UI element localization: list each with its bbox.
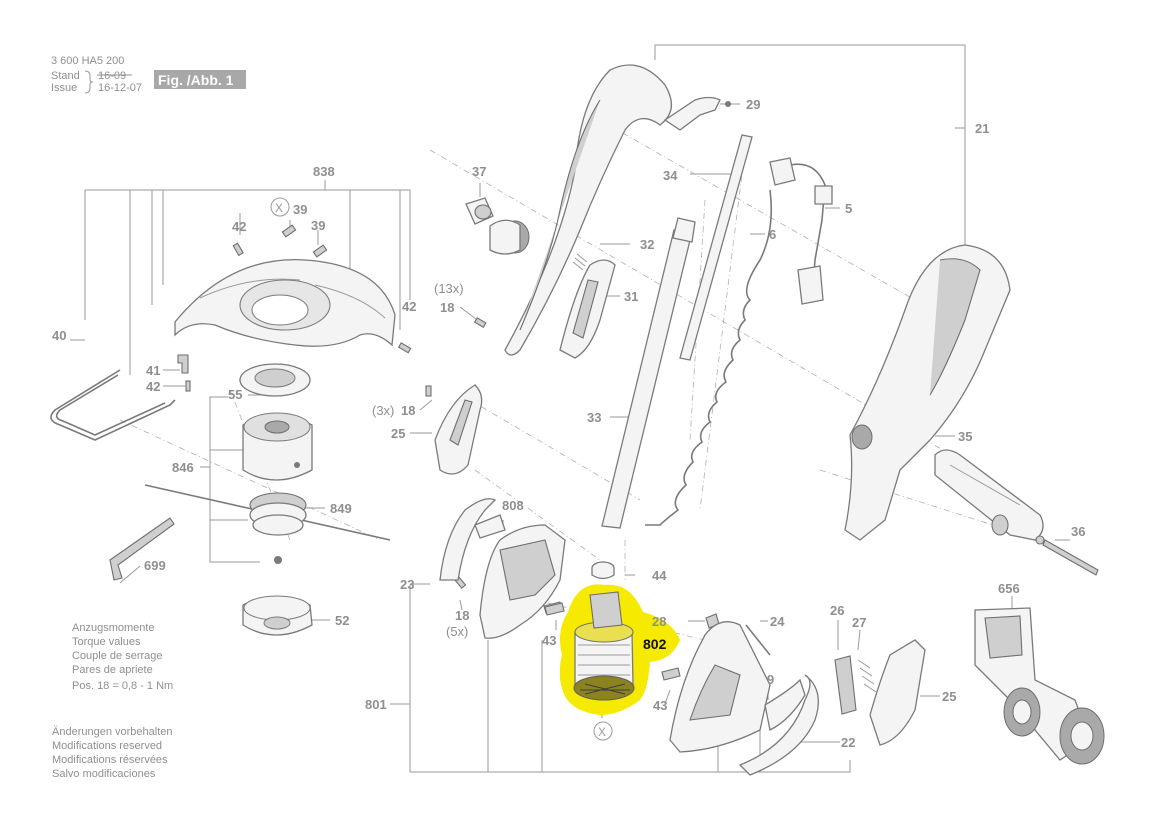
label-34: 34 — [663, 168, 678, 183]
upper-handle-frame — [489, 64, 672, 356]
label-43-right: 43 — [653, 698, 667, 713]
part-number: 3 600 HA5 200 — [51, 55, 124, 67]
x-markers: X X — [270, 197, 613, 741]
header-brace — [84, 70, 94, 94]
guard-838 — [174, 259, 396, 347]
label-25-upper: 25 — [391, 426, 405, 441]
knob-37 — [465, 197, 494, 225]
label-43-left: 43 — [542, 633, 556, 648]
label-13x: (13x) — [434, 281, 464, 296]
motor-802-highlighted — [559, 584, 680, 715]
label-35: 35 — [958, 429, 972, 444]
mod-line-4: Salvo modificaciones — [52, 768, 156, 780]
switch-31 — [559, 253, 616, 359]
part-labels: 838 42 39 39 42 40 41 42 55 846 849 699 … — [52, 97, 1085, 750]
bolt-36 — [1035, 535, 1099, 576]
label-40: 40 — [52, 328, 66, 343]
label-808: 808 — [502, 498, 524, 513]
mod-line-2: Modifications reserved — [52, 740, 162, 752]
label-849: 849 — [330, 501, 352, 516]
label-31: 31 — [624, 289, 638, 304]
label-25-lower: 25 — [942, 689, 956, 704]
torque-line-3: Couple de serrage — [72, 650, 163, 662]
handle-21 — [844, 244, 1011, 541]
power-cord-5 — [769, 157, 833, 305]
mod-line-3: Modifications réservées — [52, 754, 168, 766]
label-36: 36 — [1071, 524, 1085, 539]
label-22: 22 — [841, 735, 855, 750]
figure-badge — [154, 70, 246, 89]
cover-25-upper — [434, 384, 483, 475]
label-838: 838 — [313, 164, 335, 179]
label-23: 23 — [400, 577, 414, 592]
label-3x: (3x) — [372, 403, 394, 418]
hex-key-699 — [109, 517, 175, 581]
label-846: 846 — [172, 460, 194, 475]
label-5x: (5x) — [446, 624, 468, 639]
label-28: 28 — [652, 614, 666, 629]
label-27: 27 — [852, 615, 866, 630]
stand-label: Stand — [51, 70, 80, 82]
label-18-upper: 18 — [440, 300, 454, 315]
spiral-cable-6 — [645, 189, 773, 526]
label-55: 55 — [228, 387, 242, 402]
wire-bracket-40 — [50, 369, 176, 441]
shaft-tubes — [601, 134, 753, 529]
label-42-left: 42 — [146, 379, 160, 394]
label-9: 9 — [767, 672, 774, 687]
leader-lines — [70, 44, 1070, 773]
figure-label: Fig. /Abb. 1 — [158, 72, 234, 88]
label-41: 41 — [146, 363, 160, 378]
label-656: 656 — [998, 581, 1020, 596]
torque-line-5: Pos. 18 = 0,8 - 1 Nm — [72, 680, 173, 692]
mod-line-1: Änderungen vorbehalten — [52, 726, 172, 738]
clip-29 — [663, 96, 731, 131]
issue-date: 16-12-07 — [98, 82, 142, 94]
x-mark-bottom: X — [598, 725, 606, 739]
label-39-lower: 39 — [311, 218, 325, 233]
label-699: 699 — [144, 558, 166, 573]
label-52: 52 — [335, 613, 349, 628]
label-21: 21 — [975, 121, 989, 136]
issue-label: Issue — [51, 82, 77, 94]
label-24: 24 — [770, 614, 785, 629]
label-5: 5 — [845, 201, 852, 216]
x-mark-top: X — [275, 201, 283, 215]
header-block: 3 600 HA5 200 Stand Issue 16-09 16-12-07… — [51, 55, 246, 94]
stand-date: 16-09 — [98, 70, 126, 82]
label-802: 802 — [643, 636, 667, 652]
spool-parts — [144, 363, 391, 636]
label-33: 33 — [587, 410, 601, 425]
wheel-kit-656 — [974, 607, 1105, 765]
torque-line-4: Pares de apriete — [72, 664, 153, 676]
rear-cover-parts — [834, 639, 926, 746]
label-18-middle: 18 — [401, 403, 415, 418]
cap-44 — [591, 561, 615, 580]
label-26: 26 — [830, 603, 844, 618]
label-29: 29 — [746, 97, 760, 112]
label-18-lower: 18 — [455, 608, 469, 623]
label-6: 6 — [769, 227, 776, 242]
torque-line-2: Torque values — [72, 636, 141, 648]
torque-note: Anzugsmomente Torque values Couple de se… — [72, 622, 173, 692]
label-37: 37 — [472, 164, 486, 179]
grip-35 — [934, 449, 1044, 541]
label-42-top: 42 — [232, 219, 246, 234]
label-801: 801 — [365, 697, 387, 712]
modifications-note: Änderungen vorbehalten Modifications res… — [52, 726, 172, 780]
torque-line-1: Anzugsmomente — [72, 622, 155, 634]
label-44: 44 — [652, 568, 667, 583]
lower-cover-parts — [669, 621, 819, 776]
label-39-upper: 39 — [293, 202, 307, 217]
label-32: 32 — [640, 237, 654, 252]
label-42-right: 42 — [402, 299, 416, 314]
